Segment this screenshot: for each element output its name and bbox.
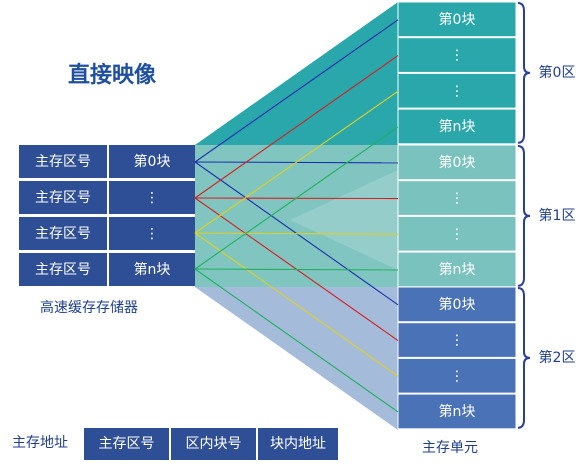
- memory-block-label: 第0块: [439, 296, 476, 313]
- address-field-label: 块内地址: [270, 436, 326, 452]
- zone-label: 第0区: [539, 64, 576, 81]
- memory-block-label: ⋮: [450, 83, 464, 99]
- cache-row-block-cell: [109, 253, 195, 286]
- address-field-label: 主存区号: [99, 436, 155, 452]
- cache-row-block-cell: [109, 217, 195, 250]
- memory-block: [397, 393, 517, 430]
- mapping-line: [194, 232, 399, 377]
- zone1-beam-highlight: [290, 170, 398, 270]
- mapping-lines: [194, 19, 399, 413]
- mapping-line: [194, 268, 399, 413]
- memory-block: [397, 180, 517, 216]
- cache-row-zone-label: 主存区号: [35, 262, 91, 278]
- mapping-line: [194, 268, 399, 271]
- cache-row-zone-cell: [19, 145, 107, 178]
- cache-row-zone-label: 主存区号: [35, 154, 91, 170]
- cache-row-zone-label: 主存区号: [35, 226, 91, 242]
- zone0-beam: [195, 2, 398, 145]
- memory-block-label: 第n块: [439, 118, 476, 135]
- memory-block-label: ⋮: [450, 368, 464, 384]
- cache-row-block-cell: [109, 145, 195, 178]
- memory-block: [397, 1, 517, 38]
- memory-block: [397, 144, 517, 181]
- mapping-line: [194, 232, 399, 235]
- mapping-line: [194, 55, 399, 199]
- address-field-cell: [171, 428, 256, 460]
- zone-brace: [517, 145, 531, 287]
- mapping-line: [194, 90, 399, 234]
- zone1-beam: [195, 145, 398, 287]
- memory-block-label: 第n块: [439, 403, 476, 420]
- cache-caption: 高速缓存存储器: [40, 299, 138, 316]
- zone-label: 第2区: [539, 349, 576, 366]
- mapping-line: [194, 126, 399, 270]
- memory-block: [397, 215, 517, 252]
- cache-row-zone-cell: [19, 253, 107, 286]
- address-fields: 主存区号 区内块号 块内地址: [84, 428, 338, 460]
- zone2-beam: [195, 287, 398, 430]
- memory-block: [397, 72, 517, 109]
- memory-block-label: ⋮: [450, 191, 464, 207]
- cache-row-block-label: ⋮: [145, 226, 159, 242]
- main-memory-caption: 主存单元: [422, 440, 478, 456]
- mapping-line: [194, 19, 399, 163]
- zone-brace: [517, 287, 531, 429]
- cache-row-block-label: 第n块: [134, 261, 171, 278]
- memory-block-label: 第0块: [439, 11, 476, 28]
- memory-block-label: ⋮: [450, 226, 464, 242]
- memory-block-label: ⋮: [450, 333, 464, 349]
- address-field-cell: [258, 428, 338, 460]
- memory-block-label: 第n块: [439, 261, 476, 278]
- cache-row-block-label: ⋮: [145, 190, 159, 206]
- memory-block: [397, 108, 517, 145]
- cache-row-block-cell: [109, 181, 195, 214]
- memory-block-label: ⋮: [450, 48, 464, 64]
- cache-row-zone-cell: [19, 217, 107, 250]
- memory-block: [397, 286, 517, 323]
- diagram-title: 直接映像: [68, 62, 157, 88]
- cache-row-zone-label: 主存区号: [35, 190, 91, 206]
- address-field-cell: [84, 428, 169, 460]
- memory-block-label: 第0块: [439, 154, 476, 171]
- cache-row-zone-cell: [19, 181, 107, 214]
- zone-brace: [517, 2, 531, 144]
- memory-block: [397, 357, 517, 394]
- address-field-label: 区内块号: [186, 436, 242, 452]
- memory-block: [397, 37, 517, 73]
- cache-table: 主存区号第0块主存区号⋮主存区号⋮主存区号第n块: [19, 145, 195, 286]
- zone-label: 第1区: [539, 207, 576, 224]
- address-label: 主存地址: [12, 435, 68, 451]
- cache-row-block-label: 第0块: [134, 153, 171, 170]
